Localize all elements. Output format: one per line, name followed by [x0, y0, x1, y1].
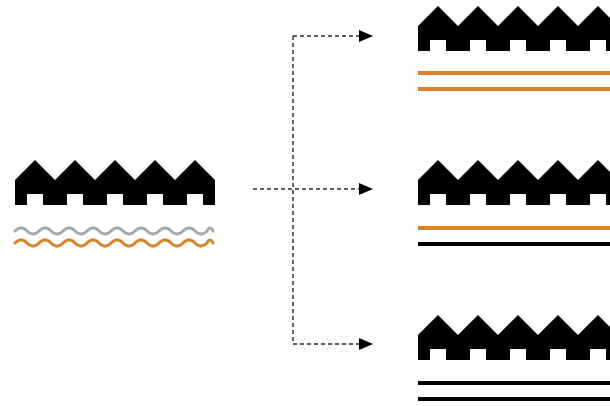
- connector-arrows: [253, 30, 373, 350]
- source-group: [13, 160, 215, 248]
- wavy-line-icon-orange: [13, 238, 215, 248]
- house-row-icon: [418, 6, 610, 51]
- house-row-icon: [15, 160, 215, 205]
- outcome-middle: [418, 160, 610, 246]
- house-row-icon: [418, 315, 610, 360]
- house-row-icon: [418, 160, 610, 205]
- wavy-line-icon-gray: [13, 226, 215, 236]
- outcome-bottom: [418, 315, 610, 401]
- outcome-top: [418, 6, 610, 91]
